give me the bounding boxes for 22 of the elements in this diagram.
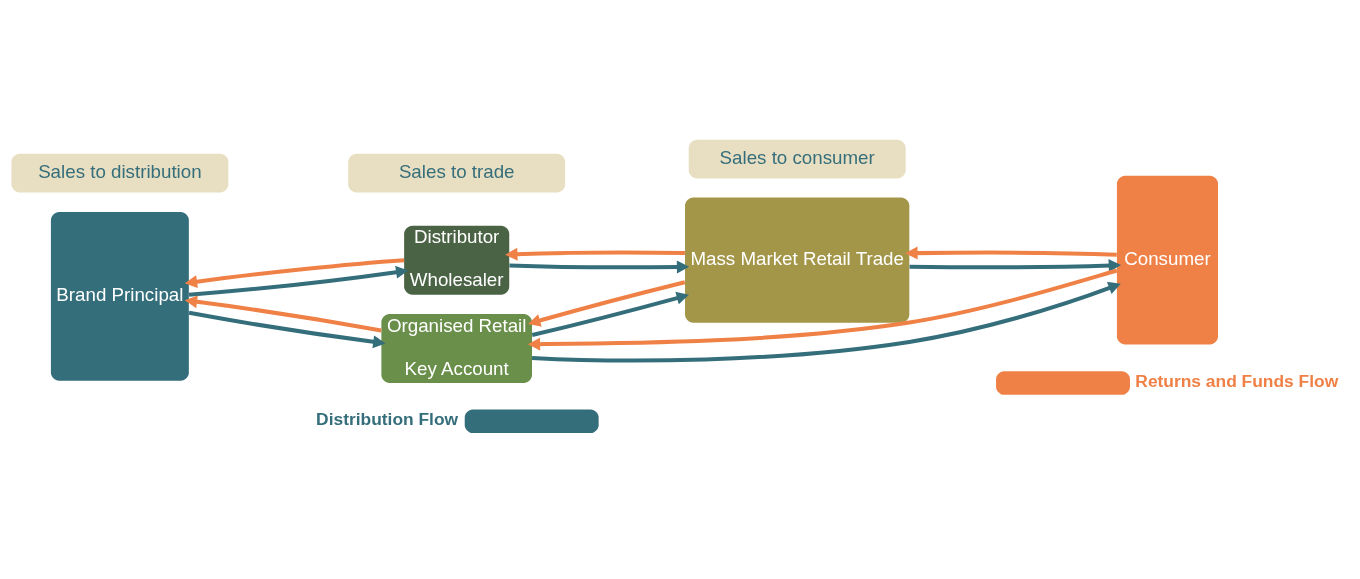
arrow — [531, 281, 1121, 363]
arrow — [528, 280, 686, 327]
legend-label: Returns and Funds Flow — [1135, 370, 1339, 391]
arrow — [531, 291, 689, 337]
node-box: Brand Principal — [50, 212, 189, 381]
arrow — [509, 260, 690, 274]
arrow — [909, 259, 1122, 272]
node-box: Sales to trade — [348, 153, 566, 193]
arrow — [527, 268, 1118, 351]
arrow — [188, 265, 409, 297]
node-box: Mass Market Retail Trade — [685, 197, 910, 323]
node-box: Organised Retail Key Account — [381, 314, 532, 384]
node-box: Distributor Wholesaler — [404, 225, 510, 295]
node-box: Sales to distribution — [11, 153, 229, 193]
node-box: Sales to consumer — [688, 139, 906, 179]
legend-label: Distribution Flow — [316, 408, 459, 429]
arrow — [184, 258, 405, 289]
arrow — [184, 295, 382, 333]
arrow — [505, 247, 685, 261]
arrow — [188, 310, 386, 349]
node-box: Consumer — [1116, 175, 1218, 345]
arrow — [905, 246, 1117, 260]
